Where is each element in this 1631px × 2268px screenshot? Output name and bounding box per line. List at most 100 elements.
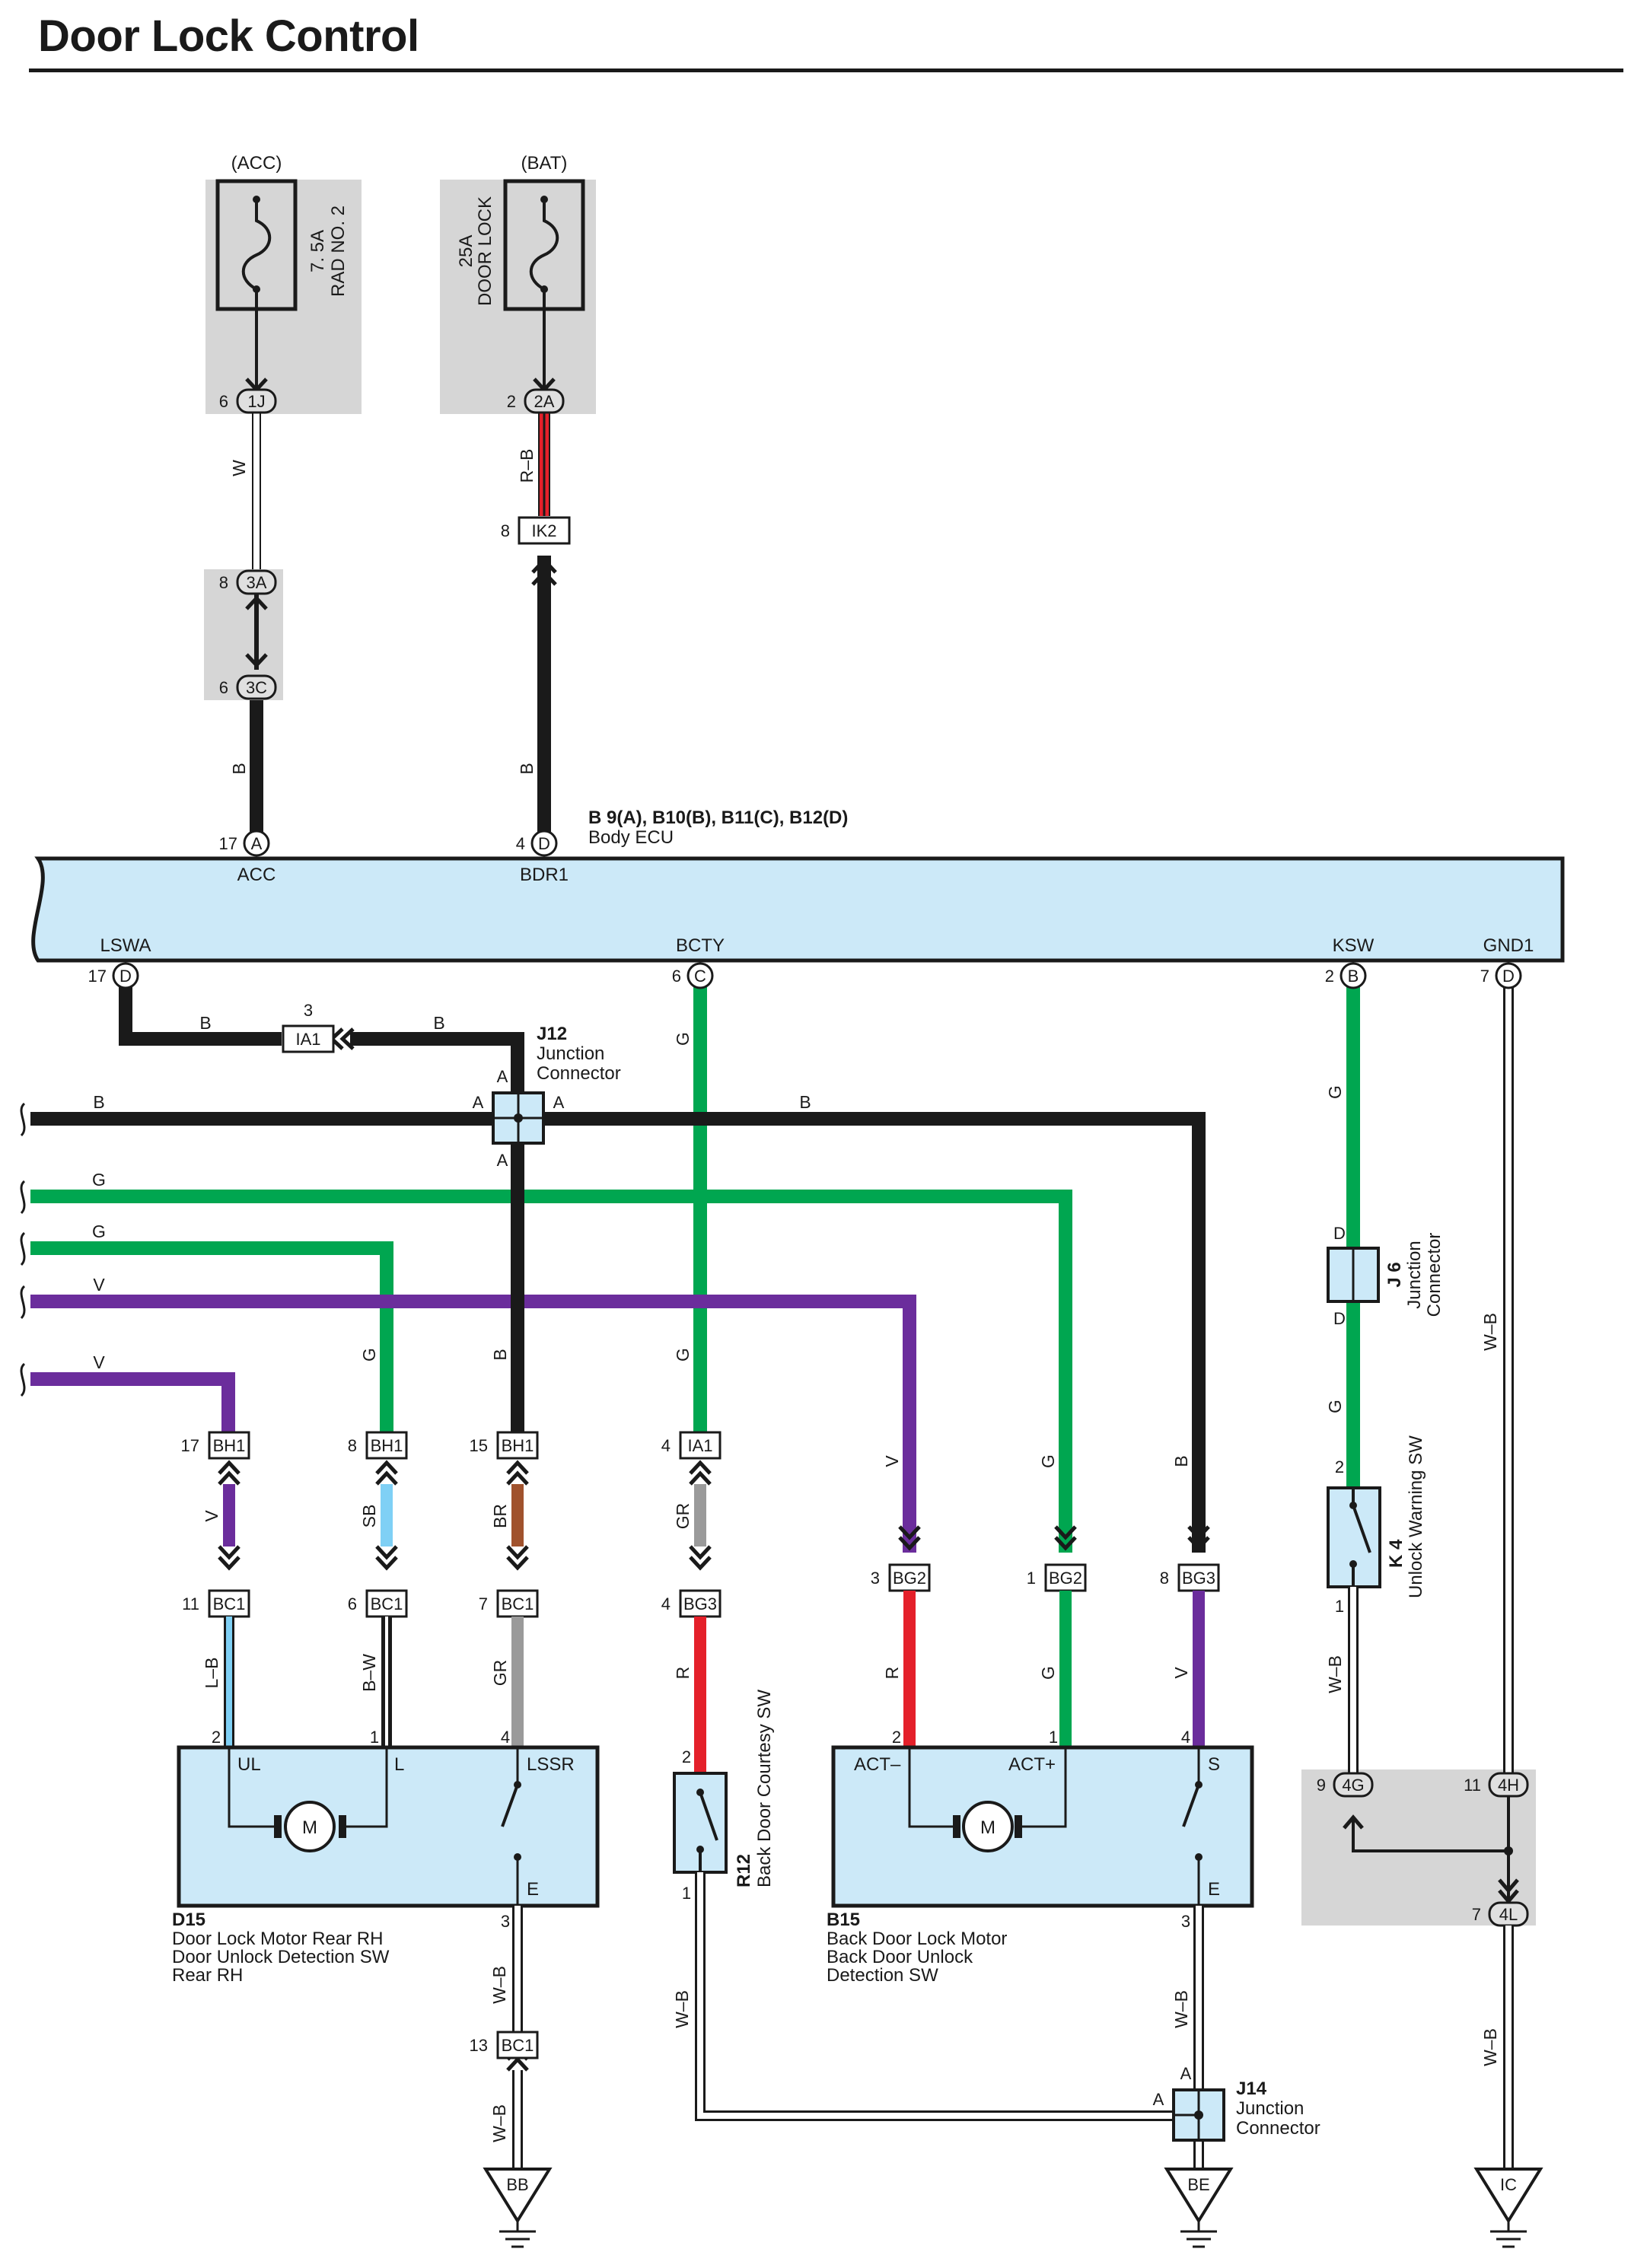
ecu-pin-name: KSW: [1333, 935, 1375, 956]
ecu-pin-lswa: D 17: [88, 962, 139, 989]
svg-text:Door Unlock Detection SW: Door Unlock Detection SW: [172, 1947, 390, 1967]
svg-text:A: A: [1180, 2064, 1192, 2083]
wire-color-label: W–B: [489, 1966, 509, 2004]
connector-bh1-15: BH1 15: [470, 1431, 539, 1460]
junction-j12: A A A A J12 Junction Connector: [473, 1024, 621, 1170]
svg-text:3: 3: [871, 1569, 880, 1588]
ecu-pin-name: BCTY: [676, 935, 725, 956]
wire-color-label: V: [93, 1275, 105, 1295]
svg-text:3: 3: [304, 1001, 313, 1020]
body-ecu: B 9(A), B10(B), B11(C), B12(D) Body ECU …: [31, 807, 1565, 963]
svg-text:Unlock Warning SW: Unlock Warning SW: [1406, 1435, 1426, 1598]
wire-color-label: B: [433, 1013, 444, 1033]
svg-text:2: 2: [1325, 967, 1334, 986]
svg-text:8: 8: [219, 573, 228, 592]
connector-1j: 1J 6: [219, 388, 277, 414]
svg-text:IA1: IA1: [687, 1436, 712, 1455]
svg-text:13: 13: [470, 2036, 488, 2055]
svg-text:2: 2: [1335, 1457, 1344, 1476]
wire-color-label: BR: [490, 1504, 510, 1528]
connector-bc1-6: BC1 6: [348, 1589, 408, 1618]
switch-r12: 2 1 R12 Back Door Courtesy SW: [673, 1690, 775, 1903]
svg-text:4H: 4H: [1498, 1776, 1519, 1795]
svg-text:3: 3: [1181, 1912, 1190, 1931]
svg-text:Rear RH: Rear RH: [172, 1965, 243, 1986]
junction-j6: D D J 6 Junction Connector: [1327, 1224, 1445, 1328]
wire-color-label: SB: [359, 1505, 379, 1528]
svg-text:3A: 3A: [247, 573, 267, 592]
svg-text:1: 1: [1027, 1569, 1036, 1588]
svg-text:7: 7: [1472, 1905, 1481, 1924]
fuse-rad-no2: (ACC) 7. 5A RAD NO. 2: [215, 153, 349, 403]
svg-text:E: E: [1208, 1879, 1220, 1900]
wire-color-label: R: [673, 1667, 693, 1680]
svg-text:M: M: [302, 1817, 317, 1838]
chevrons: [218, 1460, 1210, 1571]
svg-text:BG2: BG2: [1049, 1569, 1082, 1588]
svg-text:Junction: Junction: [1236, 2098, 1304, 2119]
svg-text:BG3: BG3: [683, 1594, 717, 1613]
connector-bg3-4: BG3 4: [661, 1589, 722, 1618]
wire-color-label: V: [882, 1455, 902, 1467]
wire-color-label: V: [202, 1510, 221, 1522]
wire-color-label: W: [229, 460, 249, 476]
ecu-pin-gnd1: D 7: [1480, 962, 1522, 989]
svg-text:BH1: BH1: [213, 1436, 246, 1455]
junction-block: [1343, 1796, 1519, 1904]
wire-wb-r12: [695, 1872, 1172, 2121]
connector-ia1-a: IA1 3: [282, 1001, 335, 1053]
connector-bg2-3: BG2 3: [871, 1563, 931, 1592]
svg-text:A: A: [1153, 2090, 1164, 2109]
svg-text:A: A: [497, 1151, 508, 1170]
svg-text:LSSR: LSSR: [527, 1754, 575, 1775]
connector-4h: 4H 11: [1464, 1772, 1529, 1798]
svg-text:1: 1: [1335, 1597, 1344, 1616]
switch-k4: 2 1 K 4 Unlock Warning SW: [1327, 1435, 1426, 1616]
svg-text:UL: UL: [237, 1754, 261, 1775]
wire-bus-g1: [30, 1190, 1072, 1553]
svg-text:R12: R12: [734, 1854, 754, 1887]
svg-text:1J: 1J: [247, 392, 265, 411]
svg-text:6: 6: [672, 967, 681, 986]
svg-text:Back Door Lock Motor: Back Door Lock Motor: [827, 1929, 1007, 1949]
connector-bc1-11: BC1 11: [182, 1589, 250, 1618]
connector-ia1-b: IA1 4: [661, 1431, 722, 1460]
wire-bus-v2: [30, 1372, 235, 1432]
svg-text:7: 7: [479, 1594, 488, 1613]
wire-color-label: G: [1325, 1400, 1345, 1413]
wire-color-label: V: [1171, 1667, 1191, 1679]
wire-color-label: B–W: [359, 1654, 379, 1692]
wire-color-label: V: [93, 1352, 105, 1372]
svg-text:BH1: BH1: [502, 1436, 534, 1455]
wire-color-label: B: [199, 1013, 211, 1033]
connector-4l: 4L 7: [1472, 1901, 1529, 1927]
svg-text:D: D: [538, 834, 550, 853]
ecu-pin-acc: A 17: [219, 830, 270, 857]
svg-text:BC1: BC1: [213, 1594, 246, 1613]
svg-text:D15: D15: [172, 1910, 205, 1930]
wire-b-lswa2: [350, 1032, 524, 1096]
page-title: Door Lock Control: [38, 11, 419, 61]
svg-text:ACT+: ACT+: [1008, 1754, 1056, 1775]
svg-text:3: 3: [501, 1912, 510, 1931]
svg-text:Back Door Courtesy SW: Back Door Courtesy SW: [754, 1690, 775, 1887]
wire-color-label: W–B: [1480, 1313, 1500, 1351]
svg-text:2: 2: [892, 1728, 901, 1747]
connector-bg3-8: BG3 8: [1160, 1563, 1220, 1592]
svg-text:D: D: [119, 967, 132, 986]
wire-color-label: R–B: [517, 449, 537, 483]
ecu-pin-name: BDR1: [520, 865, 569, 885]
svg-text:L: L: [394, 1754, 404, 1775]
svg-text:BC1: BC1: [502, 2036, 534, 2055]
svg-text:4G: 4G: [1342, 1776, 1364, 1795]
svg-text:Junction: Junction: [1404, 1241, 1425, 1308]
wire-color-label: G: [1038, 1666, 1058, 1680]
svg-text:BE: BE: [1187, 2175, 1209, 2194]
svg-text:BC1: BC1: [502, 1594, 534, 1613]
svg-text:11: 11: [1464, 1776, 1481, 1795]
svg-text:IA1: IA1: [295, 1030, 320, 1049]
connector-bc1-13: BC1 13: [470, 2031, 539, 2059]
svg-text:J 6: J 6: [1384, 1262, 1405, 1287]
wire-color-label: B: [1171, 1455, 1191, 1467]
